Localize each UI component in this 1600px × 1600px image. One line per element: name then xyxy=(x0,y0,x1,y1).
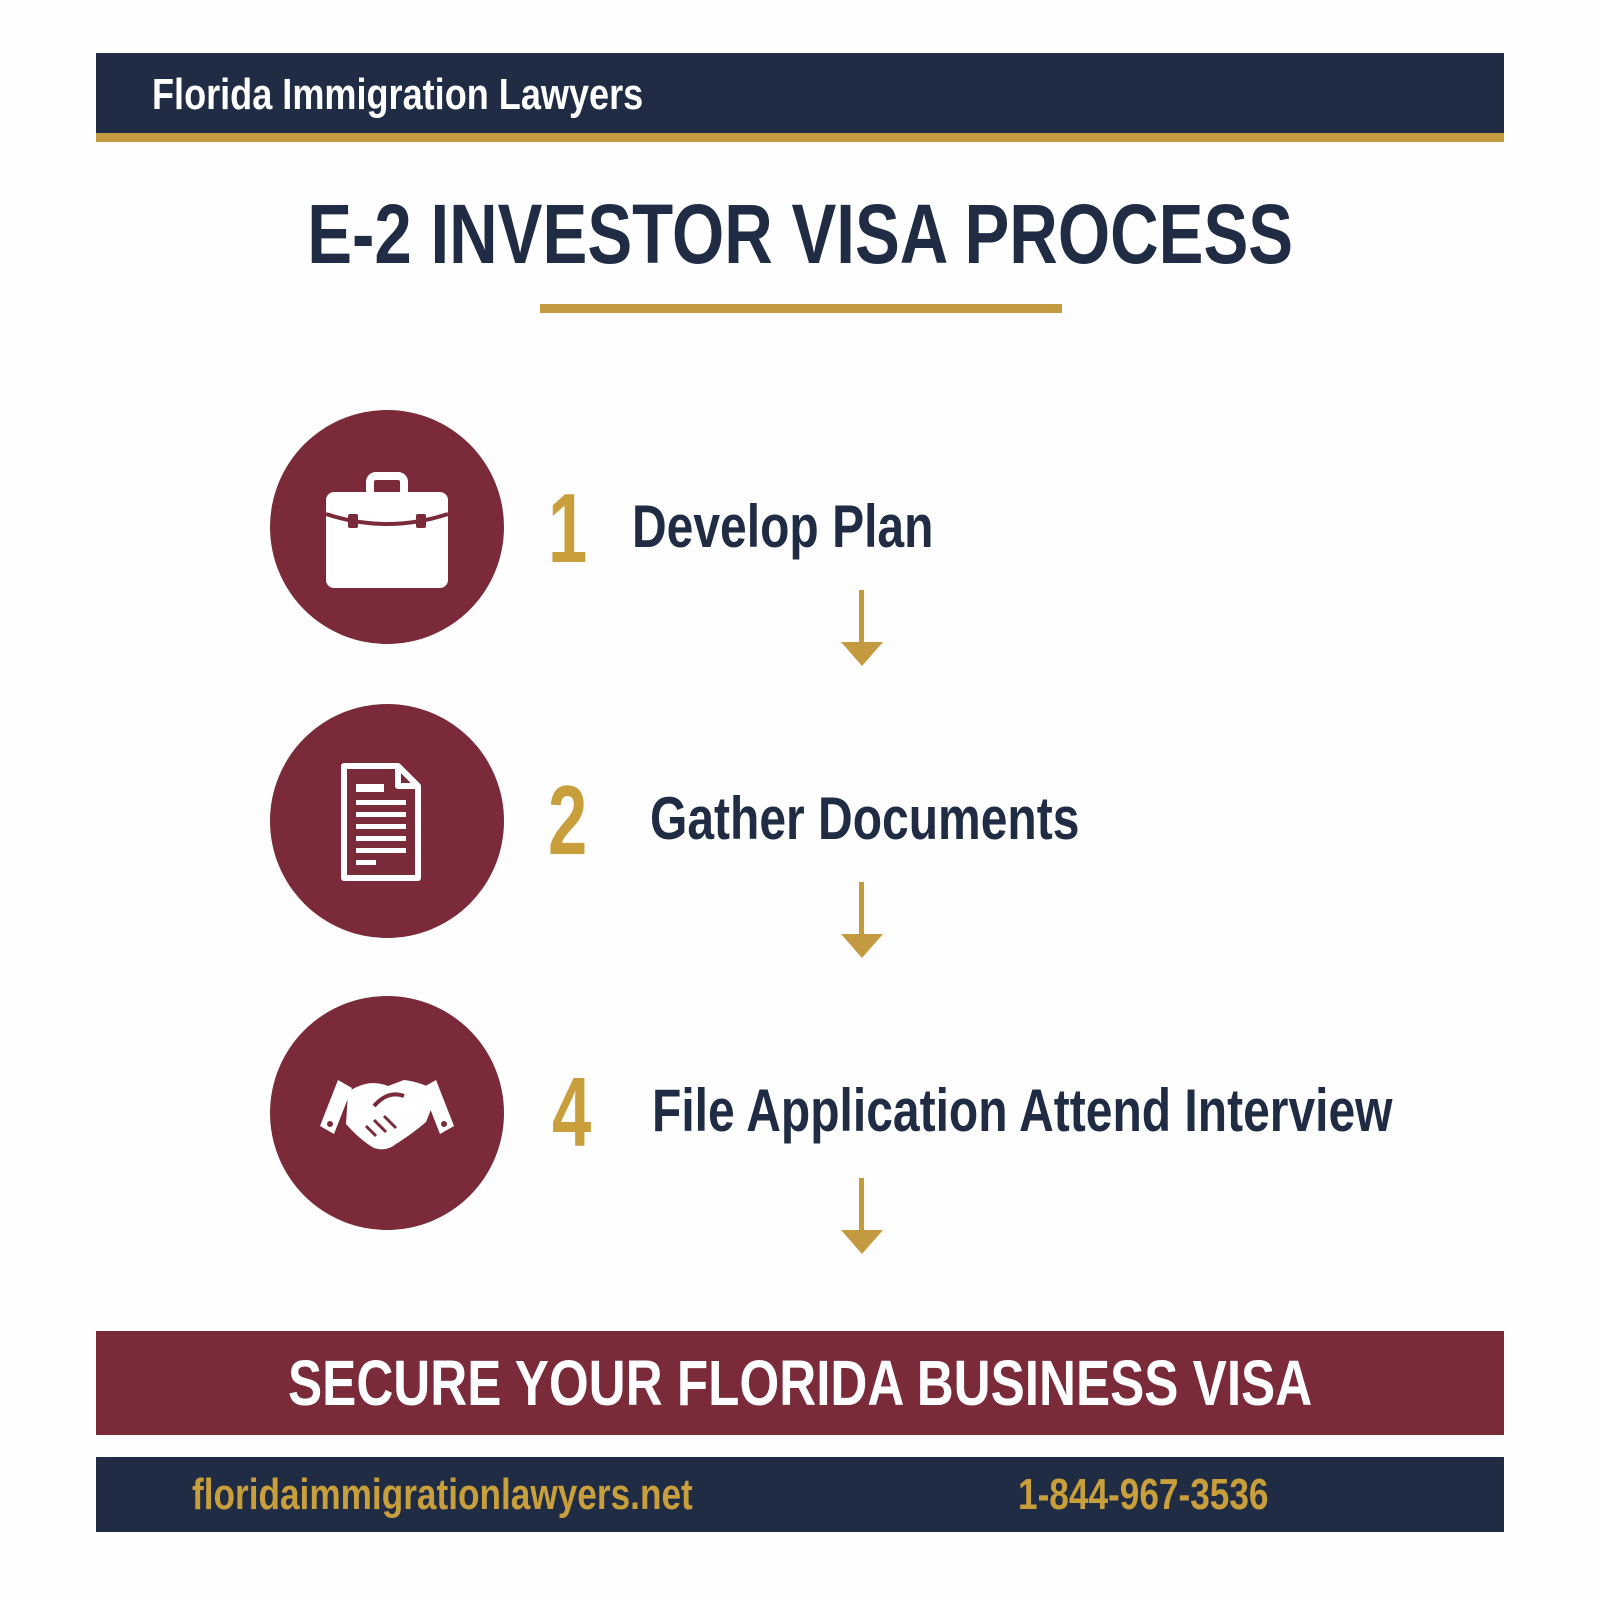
header-bar xyxy=(96,53,1504,133)
step-1-circle xyxy=(270,410,504,644)
phone-number[interactable]: 1-844-967-3536 xyxy=(1018,1470,1269,1519)
handshake-icon xyxy=(320,1080,454,1150)
step-2-circle xyxy=(270,704,504,938)
step-2-number: 2 xyxy=(548,765,588,875)
website-link[interactable]: floridaimmigrationlawyers.net xyxy=(192,1470,693,1519)
briefcase-icon xyxy=(325,472,449,588)
page-title: E-2 INVESTOR VISA PROCESS xyxy=(0,186,1600,282)
arrow-down-icon xyxy=(841,1178,883,1254)
header-gold-stripe xyxy=(96,133,1504,142)
step-3-circle xyxy=(270,996,504,1230)
cta-text: SECURE YOUR FLORIDA BUSINESS VISA xyxy=(287,1347,1313,1419)
title-underline xyxy=(540,304,1062,313)
step-3-number: 4 xyxy=(552,1057,592,1167)
step-2-label: Gather Documents xyxy=(650,785,1080,852)
footer-bar: floridaimmigrationlawyers.net 1-844-967-… xyxy=(96,1457,1504,1532)
page-title-text: E-2 INVESTOR VISA PROCESS xyxy=(307,187,1293,281)
arrow-down-icon xyxy=(841,590,883,666)
step-1-number: 1 xyxy=(548,473,588,583)
step-3-label: File Application Attend Interview xyxy=(652,1077,1393,1144)
arrow-down-icon xyxy=(841,882,883,958)
document-icon xyxy=(341,763,421,881)
cta-banner: SECURE YOUR FLORIDA BUSINESS VISA xyxy=(96,1331,1504,1435)
step-1-label: Develop Plan xyxy=(632,493,934,560)
firm-name: Florida Immigration Lawyers xyxy=(152,70,644,119)
